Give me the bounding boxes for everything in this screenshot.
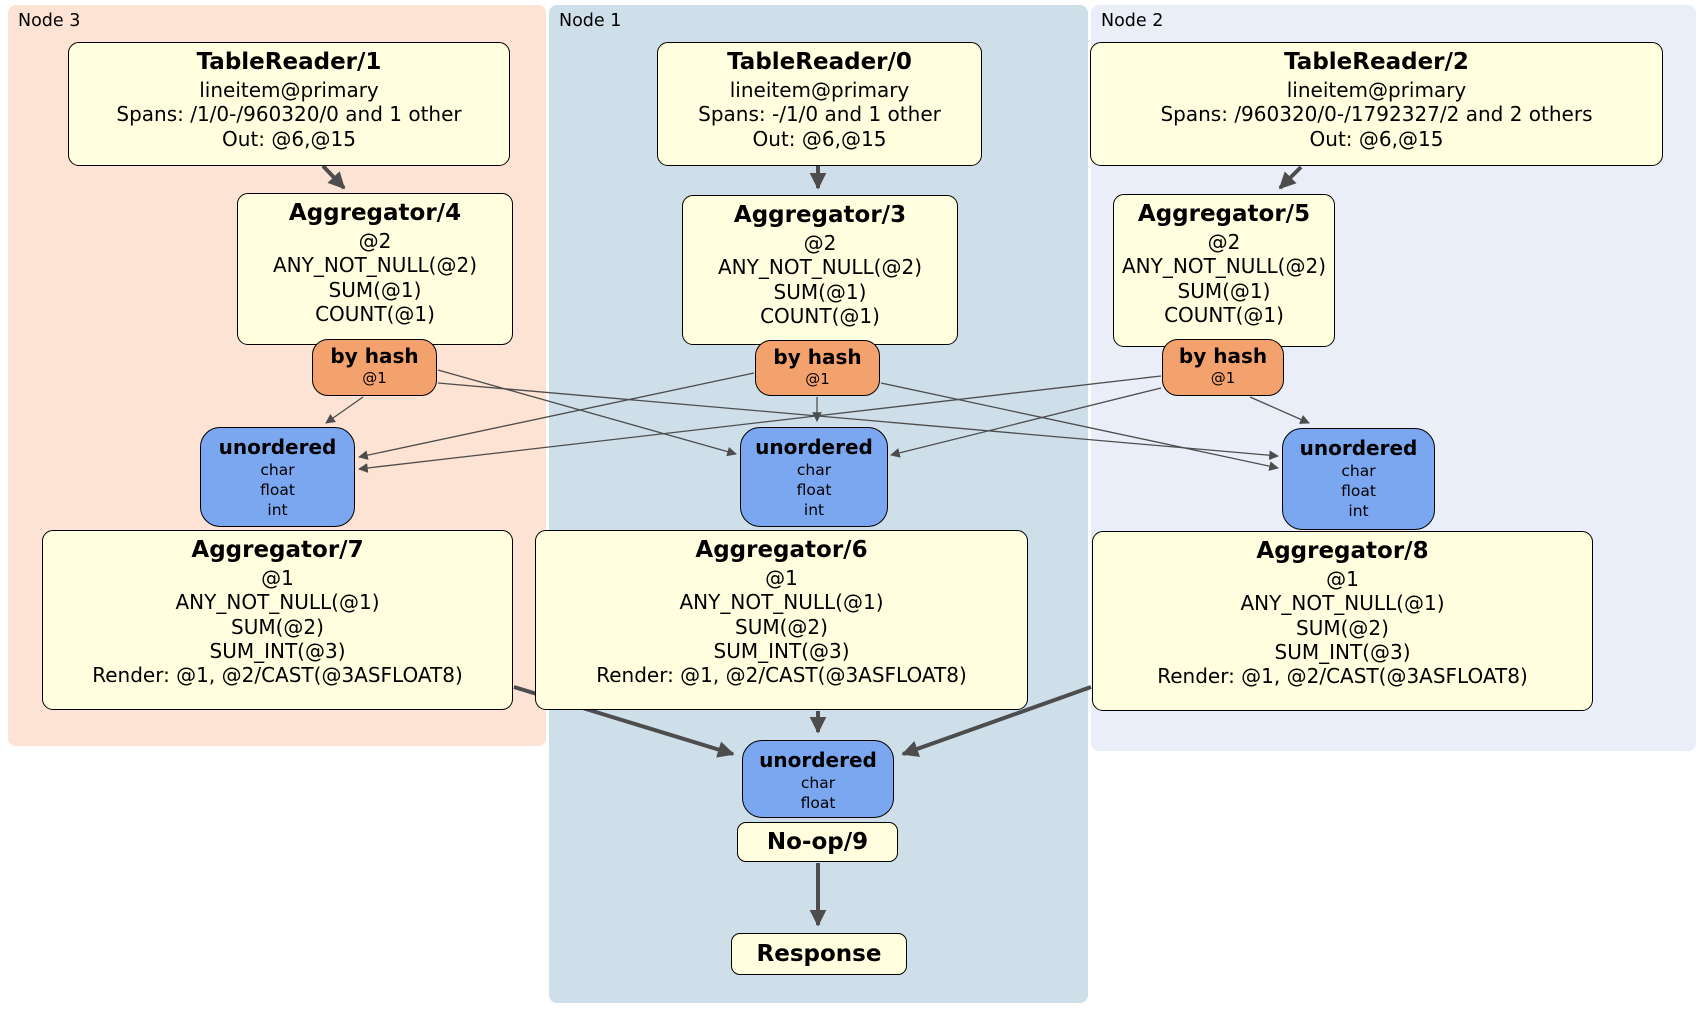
- agg-fn: SUM_INT(@3): [209, 639, 346, 664]
- processor-spans: Spans: /1/0-/960320/0 and 1 other: [116, 102, 462, 127]
- stream-col: int: [1348, 502, 1369, 521]
- stream-col: char: [260, 461, 295, 479]
- agg-fn: ANY_NOT_NULL(@1): [175, 590, 380, 615]
- processor-index: lineitem@primary: [1286, 77, 1467, 102]
- agg-fn: SUM_INT(@3): [1274, 640, 1411, 665]
- stream-col: char: [796, 461, 832, 479]
- stream-col: float: [1341, 482, 1376, 501]
- processor-tablereader-1: TableReader/1 lineitem@primary Spans: /1…: [68, 42, 510, 166]
- response-node: Response: [731, 933, 907, 975]
- agg-fn: ANY_NOT_NULL(@2): [1122, 254, 1326, 279]
- stream-unordered-node2: unordered char float int: [1282, 428, 1435, 530]
- processor-aggregator-6: Aggregator/6 @1 ANY_NOT_NULL(@1) SUM(@2)…: [535, 530, 1028, 710]
- router-key: @1: [362, 369, 387, 387]
- stream-col: int: [267, 501, 288, 520]
- processor-title: Aggregator/6: [695, 537, 868, 563]
- stream-unordered-final: unordered char float: [742, 740, 894, 818]
- router-title: by hash: [1178, 344, 1268, 368]
- group-cols: @1: [1326, 566, 1359, 591]
- agg-fn: SUM(@1): [328, 277, 422, 302]
- processor-index: lineitem@primary: [729, 77, 910, 102]
- stream-col: char: [1341, 462, 1376, 480]
- processor-title: TableReader/1: [196, 49, 382, 75]
- stream-unordered-node3: unordered char float int: [200, 427, 355, 527]
- processor-title: Aggregator/5: [1137, 201, 1311, 227]
- render-expr: Render: @1, @2/CAST(@3ASFLOAT8): [596, 663, 967, 688]
- stream-title: unordered: [1299, 436, 1418, 460]
- processor-index: lineitem@primary: [199, 77, 379, 102]
- processor-noop-9: No-op/9: [737, 822, 898, 862]
- router-by-hash-node1: by hash @1: [755, 340, 880, 396]
- stream-title: unordered: [218, 435, 337, 459]
- panel-node2-label: Node 2: [1101, 11, 1164, 31]
- processor-out: Out: @6,@15: [752, 126, 887, 151]
- agg-fn: SUM(@1): [773, 279, 867, 304]
- agg-fn: COUNT(@1): [760, 304, 880, 329]
- agg-fn: SUM(@2): [231, 614, 324, 639]
- processor-aggregator-7: Aggregator/7 @1 ANY_NOT_NULL(@1) SUM(@2)…: [42, 530, 513, 710]
- processor-out: Out: @6,@15: [1309, 126, 1444, 151]
- stream-col: float: [796, 481, 832, 500]
- processor-title: Aggregator/3: [733, 202, 907, 228]
- router-by-hash-node3: by hash @1: [312, 339, 437, 396]
- panel-node1-label: Node 1: [559, 11, 622, 31]
- processor-tablereader-0: TableReader/0 lineitem@primary Spans: -/…: [657, 42, 982, 166]
- group-cols: @2: [1207, 229, 1241, 254]
- group-cols: @1: [261, 565, 294, 590]
- stream-col: int: [803, 501, 825, 520]
- processor-aggregator-4: Aggregator/4 @2 ANY_NOT_NULL(@2) SUM(@1)…: [237, 193, 513, 345]
- router-title: by hash: [330, 344, 419, 368]
- processor-out: Out: @6,@15: [222, 126, 356, 151]
- router-title: by hash: [773, 345, 862, 369]
- group-cols: @2: [358, 228, 392, 253]
- stream-col: char: [800, 774, 836, 792]
- agg-fn: COUNT(@1): [315, 302, 435, 327]
- router-key: @1: [1210, 369, 1236, 387]
- panel-node3-label: Node 3: [18, 11, 81, 31]
- response-title: Response: [756, 941, 882, 967]
- processor-title: No-op/9: [766, 829, 869, 855]
- processor-aggregator-3: Aggregator/3 @2 ANY_NOT_NULL(@2) SUM(@1)…: [682, 195, 958, 345]
- router-by-hash-node2: by hash @1: [1162, 339, 1284, 396]
- processor-spans: Spans: -/1/0 and 1 other: [698, 102, 941, 127]
- processor-tablereader-2: TableReader/2 lineitem@primary Spans: /9…: [1090, 42, 1663, 166]
- agg-fn: ANY_NOT_NULL(@2): [273, 253, 477, 278]
- router-key: @1: [805, 370, 830, 388]
- processor-aggregator-5: Aggregator/5 @2 ANY_NOT_NULL(@2) SUM(@1)…: [1113, 194, 1335, 347]
- processor-title: Aggregator/8: [1256, 538, 1429, 564]
- agg-fn: SUM(@1): [1177, 278, 1271, 303]
- processor-title: TableReader/0: [727, 49, 912, 75]
- group-cols: @2: [803, 230, 837, 255]
- stream-col: float: [800, 794, 836, 813]
- processor-title: TableReader/2: [1284, 49, 1469, 75]
- stream-col: float: [260, 481, 295, 500]
- agg-fn: SUM_INT(@3): [713, 639, 850, 664]
- processor-title: Aggregator/4: [288, 200, 462, 226]
- render-expr: Render: @1, @2/CAST(@3ASFLOAT8): [92, 663, 463, 688]
- agg-fn: SUM(@2): [1296, 615, 1389, 640]
- agg-fn: SUM(@2): [735, 614, 828, 639]
- agg-fn: ANY_NOT_NULL(@1): [1240, 591, 1445, 616]
- render-expr: Render: @1, @2/CAST(@3ASFLOAT8): [1157, 664, 1528, 689]
- agg-fn: COUNT(@1): [1164, 303, 1284, 328]
- agg-fn: ANY_NOT_NULL(@2): [718, 255, 922, 280]
- group-cols: @1: [765, 565, 798, 590]
- stream-title: unordered: [755, 435, 873, 459]
- stream-unordered-node1: unordered char float int: [740, 427, 888, 527]
- processor-aggregator-8: Aggregator/8 @1 ANY_NOT_NULL(@1) SUM(@2)…: [1092, 531, 1593, 711]
- stream-title: unordered: [759, 748, 877, 772]
- processor-title: Aggregator/7: [191, 537, 364, 563]
- agg-fn: ANY_NOT_NULL(@1): [679, 590, 884, 615]
- processor-spans: Spans: /960320/0-/1792327/2 and 2 others: [1160, 102, 1593, 127]
